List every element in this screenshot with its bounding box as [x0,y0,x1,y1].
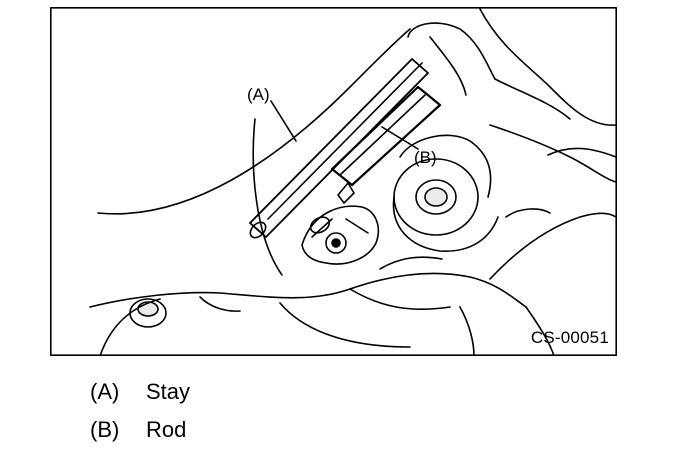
illustration-figure: (A) (B) CS-00051 [50,7,617,356]
legend-item-b: (B) Rod [90,416,186,444]
mechanical-line-drawing [50,7,617,356]
legend-item-a: (A) Stay [90,378,190,406]
legend-item-b-letter: (B) [90,417,120,442]
legend-item-a-text: Stay [146,379,191,404]
legend-item-b-text: Rod [146,417,187,442]
figure-id-label: CS-00051 [530,328,609,347]
legend-item-a-letter: (A) [90,379,120,404]
callout-a-label: (A) [247,85,270,104]
callout-b-label: (B) [414,148,437,167]
